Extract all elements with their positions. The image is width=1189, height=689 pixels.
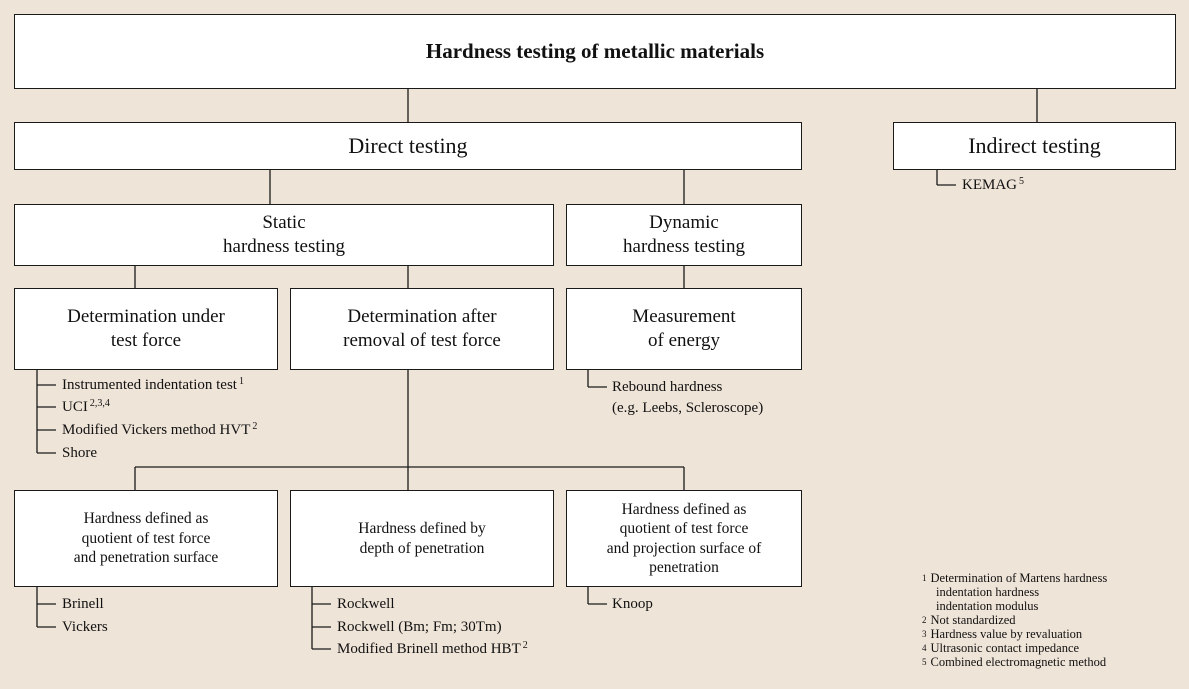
under-force-node: Determination under test force	[14, 288, 278, 370]
energy-label: Measurement of energy	[632, 306, 736, 351]
dynamic-testing-label: Dynamic hardness testing	[623, 212, 745, 257]
rebound-hardness-item: Rebound hardness	[612, 379, 723, 395]
rockwell-bm-item: Rockwell (Bm; Fm; 30Tm)	[337, 619, 502, 635]
depth-label: Hardness defined by depth of penetration	[358, 520, 486, 557]
direct-testing-node: Direct testing	[14, 122, 802, 170]
knoop-item: Knoop	[612, 596, 653, 612]
after-removal-node: Determination after removal of test forc…	[290, 288, 554, 370]
after-removal-label: Determination after removal of test forc…	[343, 306, 501, 351]
root-node: Hardness testing of metallic materials	[14, 14, 1176, 89]
surface-label: Hardness defined as quotient of test for…	[73, 510, 219, 567]
under-force-label: Determination under test force	[67, 306, 225, 351]
rebound-examples-item: (e.g. Leebs, Scleroscope)	[612, 400, 764, 416]
footnote-1-line3: indentation modulus	[936, 599, 1039, 613]
depth-node: Hardness defined by depth of penetration	[290, 490, 554, 587]
rockwell-item: Rockwell	[337, 596, 395, 612]
root-node-label: Hardness testing of metallic materials	[425, 39, 765, 64]
indirect-testing-label: Indirect testing	[968, 133, 1101, 159]
brinell-item: Brinell	[62, 596, 104, 612]
static-testing-label: Static hardness testing	[223, 212, 345, 257]
shore-item: Shore	[62, 445, 97, 461]
surface-node: Hardness defined as quotient of test for…	[14, 490, 278, 587]
footnote-1-line2: indentation hardness	[936, 585, 1040, 599]
dynamic-testing-node: Dynamic hardness testing	[566, 204, 802, 266]
direct-testing-label: Direct testing	[348, 133, 468, 159]
energy-node: Measurement of energy	[566, 288, 802, 370]
vickers-item: Vickers	[62, 619, 108, 635]
static-testing-node: Static hardness testing	[14, 204, 554, 266]
projection-node: Hardness defined as quotient of test for…	[566, 490, 802, 587]
projection-label: Hardness defined as quotient of test for…	[606, 500, 762, 576]
indirect-testing-node: Indirect testing	[893, 122, 1176, 170]
